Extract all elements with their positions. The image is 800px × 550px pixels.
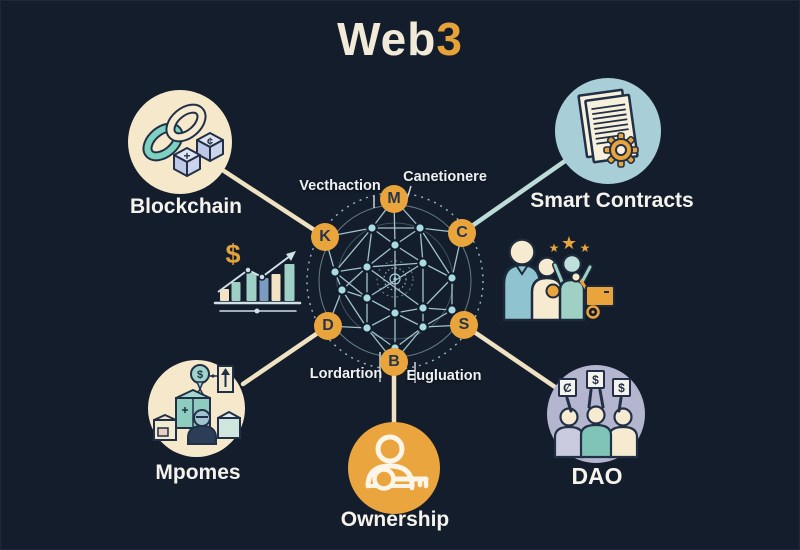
hub-node-d-letter: D — [322, 317, 334, 334]
annotation-vecthaction: Vecthaction — [299, 178, 381, 194]
chain-link-teal — [142, 122, 184, 162]
connector-dao — [461, 322, 558, 390]
sign-dollar-symbol: $ — [592, 373, 599, 387]
star-icon: ★ — [580, 241, 591, 255]
blockchain-circle: ¢ + — [128, 90, 232, 194]
blockchain-label: Blockchain — [129, 195, 243, 218]
dao-circle: Ȼ $ $ — [547, 365, 645, 463]
document-gear-icon — [577, 88, 639, 168]
hub-node-k: K — [311, 223, 339, 251]
bar-chart-trend-icon: $ — [213, 239, 302, 314]
mpomes-label: Mpomes — [155, 461, 241, 484]
hub-node-k-letter: K — [319, 228, 331, 245]
connector-blockchain — [221, 168, 328, 240]
hub-node-b-letter: B — [388, 353, 400, 370]
key-icon — [372, 467, 429, 491]
hub-node-s-letter: S — [458, 316, 470, 333]
person-key-icon — [365, 434, 429, 491]
sign-dollar-symbol: $ — [618, 381, 625, 395]
title-accent: 3 — [436, 13, 463, 65]
ownership-label: Ownership — [340, 508, 450, 531]
connector-lines — [221, 158, 568, 427]
chain-link-cream — [165, 103, 207, 143]
people-cart-icon: ★ ★ ★ — [502, 233, 615, 322]
trend-arrowhead — [286, 251, 296, 261]
raised-arms — [565, 388, 623, 413]
smart-contracts-circle — [555, 78, 661, 184]
mpomes-circle: $ — [148, 360, 245, 457]
dao-label: DAO — [571, 463, 623, 489]
coin-icon — [545, 283, 561, 299]
annotation-lordartion: Lordartion — [309, 366, 383, 382]
annotation-eugluation: Eugluation — [406, 368, 482, 384]
hub-node-c-letter: C — [456, 224, 468, 241]
sign-cent-symbol: Ȼ — [563, 381, 572, 395]
cube-front: + — [173, 147, 201, 177]
hub-node-s: S — [450, 311, 478, 339]
arrow-up-box — [217, 365, 234, 393]
page-title: Web3 — [337, 12, 463, 66]
dollar-sign-icon: $ — [225, 239, 240, 269]
hub-node-d: D — [314, 312, 342, 340]
vote-signs: Ȼ $ $ — [558, 370, 631, 397]
people-voting-icon: Ȼ $ $ — [553, 370, 639, 459]
cube-cent-symbol: ¢ — [207, 136, 213, 148]
hub-node-c: C — [448, 219, 476, 247]
chain-and-blocks-icon: ¢ + — [142, 103, 224, 177]
mesh-nodes — [329, 222, 458, 354]
cart-body — [585, 285, 615, 307]
boxes-person-icon: $ — [153, 364, 241, 445]
star-icon: ★ — [561, 233, 577, 253]
hub-node-m-letter: M — [387, 190, 401, 207]
person-head — [508, 238, 536, 266]
cube-plus-symbol: + — [183, 149, 190, 163]
trend-arrow-line — [217, 255, 291, 293]
gear-icon — [603, 132, 639, 168]
connector-smart-contracts — [459, 158, 568, 236]
ownership-circle — [348, 422, 440, 514]
connector-mpomes — [240, 323, 331, 387]
worker-person — [187, 409, 217, 445]
balloon-dollar-symbol: $ — [197, 369, 203, 381]
smart-contracts-label: Smart Contracts — [530, 189, 694, 212]
hub-node-b: B — [380, 348, 408, 376]
star-icon: ★ — [549, 241, 560, 255]
hub-node-m: M — [380, 185, 408, 213]
annotation-canetionere: Canetionere — [403, 169, 487, 185]
mesh-center-gear-icon — [376, 260, 414, 298]
title-main: Web — [337, 13, 437, 65]
